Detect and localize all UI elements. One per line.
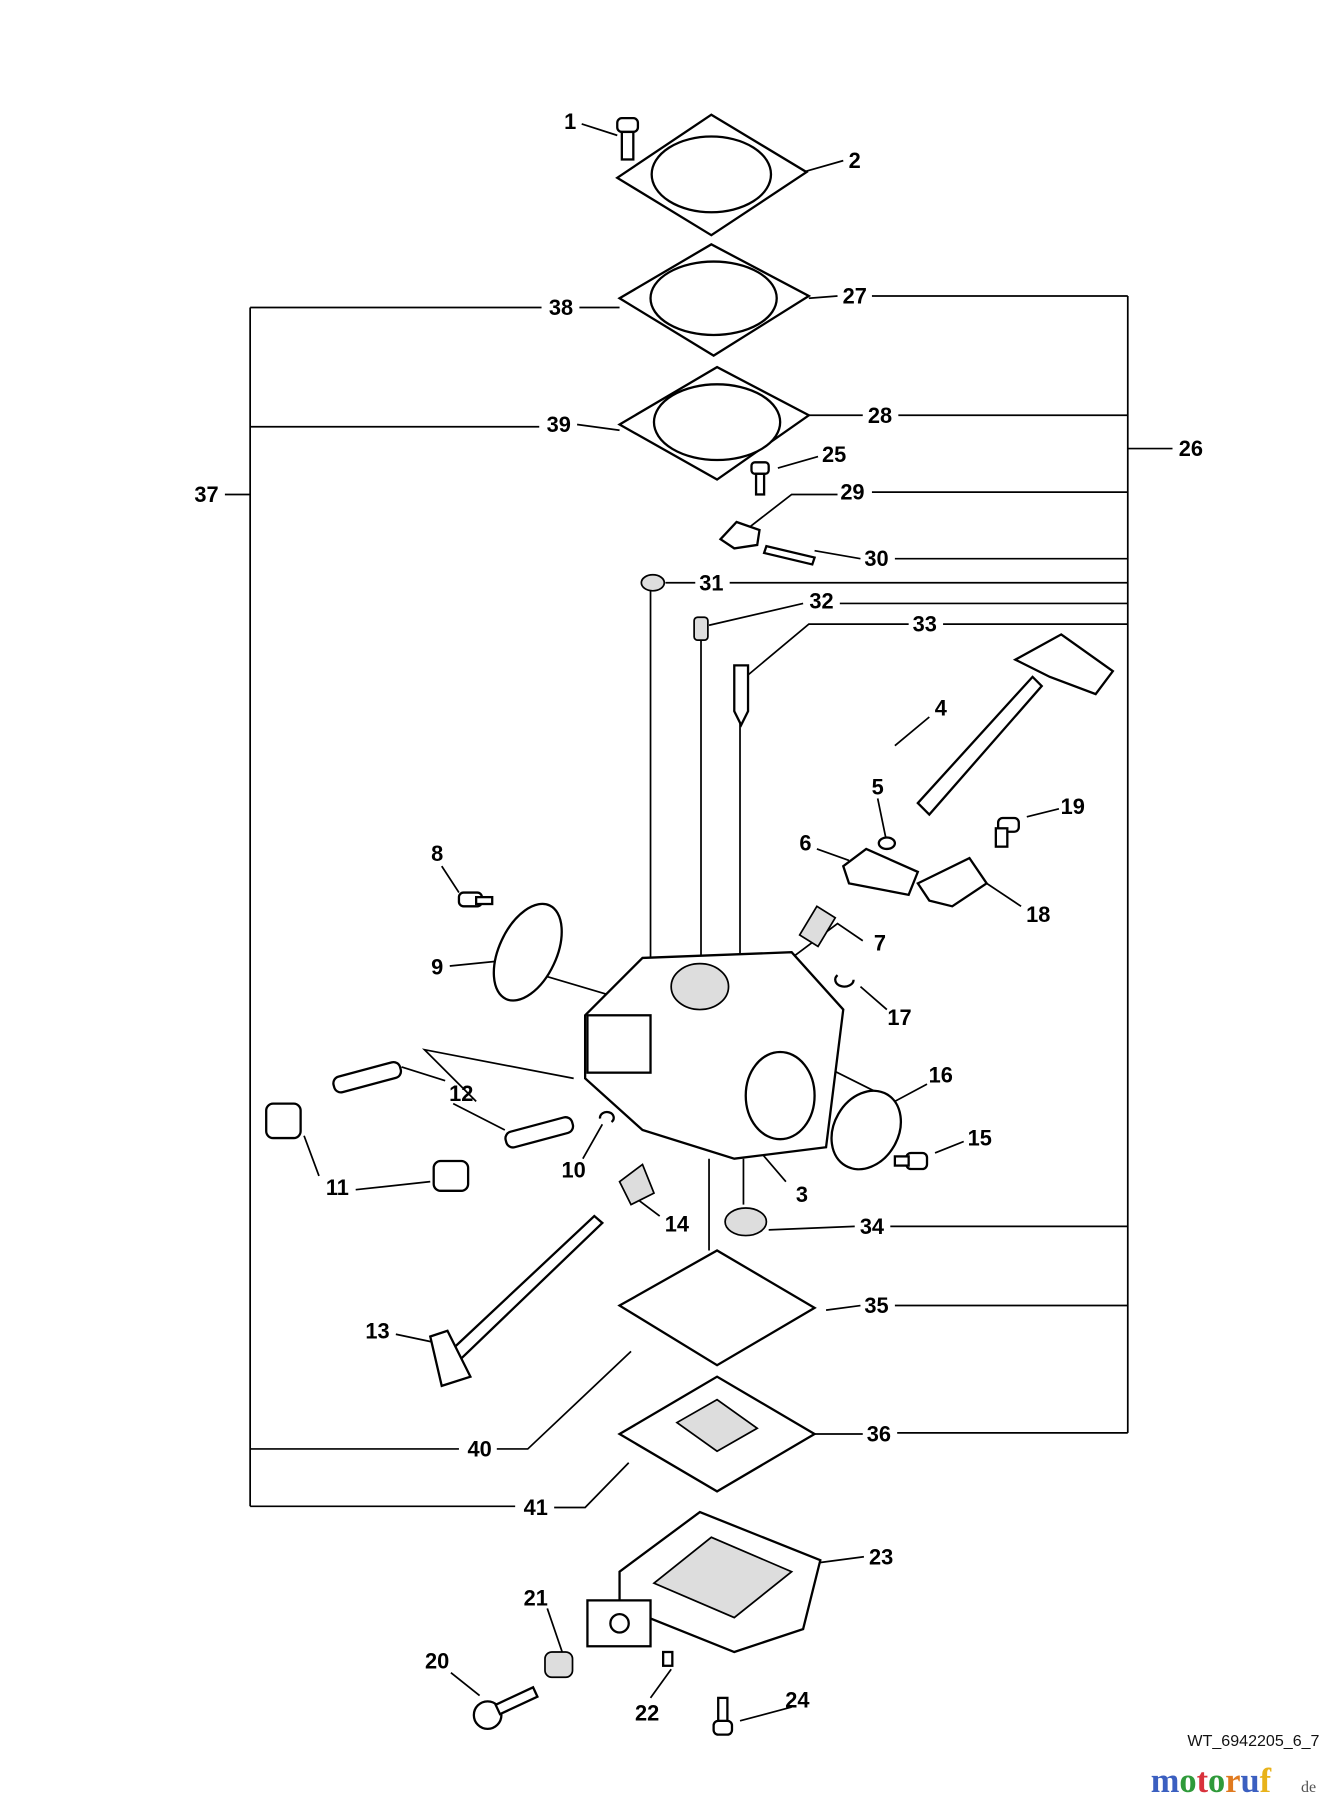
- label-23: 23: [869, 1544, 893, 1569]
- part-shaft-13: [445, 1214, 605, 1365]
- label-10: 10: [562, 1158, 586, 1183]
- part-pin-30: [762, 544, 817, 566]
- part-screw-1: [616, 117, 640, 161]
- label-2: 2: [849, 148, 861, 173]
- parts: [265, 113, 1115, 1736]
- part-screw-12b: [504, 1116, 575, 1149]
- part-screw-20: [472, 1685, 539, 1731]
- label-3: 3: [796, 1182, 808, 1207]
- part-spring-7: [798, 905, 837, 948]
- label-40: 40: [467, 1436, 491, 1461]
- part-spring-32: [693, 616, 709, 642]
- label-22: 22: [635, 1700, 659, 1725]
- label-37: 37: [194, 482, 218, 507]
- label-13: 13: [365, 1318, 389, 1343]
- watermark-suffix: de: [1301, 1779, 1316, 1796]
- label-38: 38: [549, 295, 573, 320]
- part-clip-10: [598, 1110, 615, 1123]
- label-11: 11: [326, 1175, 349, 1200]
- part-clip-17: [834, 974, 855, 988]
- label-29: 29: [840, 480, 864, 505]
- part-screw-19: [994, 816, 1020, 848]
- part-washer-5: [877, 836, 897, 851]
- part-screw-25: [750, 461, 770, 496]
- label-33: 33: [913, 612, 937, 637]
- label-26: 26: [1179, 436, 1203, 461]
- part-lever-29: [718, 520, 761, 550]
- label-25: 25: [822, 442, 846, 467]
- label-5: 5: [872, 774, 884, 799]
- part-screw-12a: [332, 1060, 403, 1094]
- part-plate-9: [492, 902, 563, 1002]
- label-7: 7: [874, 931, 886, 956]
- leader-lines: [303, 123, 1060, 1722]
- part-screen-21: [544, 1651, 574, 1679]
- label-18: 18: [1026, 902, 1050, 927]
- part-shaft-4: [916, 675, 1044, 817]
- part-plate-16: [830, 1089, 902, 1171]
- part-31: [640, 573, 666, 592]
- part-labels: 1 2 3 4 5 6 7 8 9 10 11 12 13 14 15 16 1…: [194, 109, 1203, 1725]
- part-diaphragm-35: [617, 1249, 817, 1367]
- label-39: 39: [547, 412, 571, 437]
- label-28: 28: [868, 403, 892, 428]
- part-lever-6: [841, 847, 920, 897]
- label-24: 24: [785, 1688, 809, 1713]
- part-filter-34: [724, 1207, 768, 1237]
- part-screw-15: [893, 1151, 929, 1171]
- part-pin-22: [662, 1650, 674, 1667]
- watermark-logo: motoruf de: [1151, 1762, 1316, 1800]
- label-32: 32: [809, 589, 833, 614]
- label-9: 9: [431, 955, 443, 980]
- bracket-lines: [224, 295, 1173, 1508]
- label-20: 20: [425, 1649, 449, 1674]
- part-spring-14: [618, 1163, 656, 1206]
- label-1: 1: [564, 109, 576, 134]
- label-27: 27: [843, 283, 867, 308]
- part-screw-8: [457, 891, 494, 908]
- label-4: 4: [935, 695, 947, 720]
- label-31: 31: [699, 570, 723, 595]
- label-35: 35: [864, 1293, 888, 1318]
- part-cap-11a: [265, 1102, 302, 1140]
- label-21: 21: [524, 1586, 548, 1611]
- svg-text:motoruf: motoruf: [1151, 1762, 1272, 1800]
- part-fitting: [586, 1599, 652, 1648]
- part-screw-24: [712, 1696, 734, 1736]
- label-19: 19: [1061, 794, 1085, 819]
- part-cap-11b: [432, 1159, 470, 1192]
- label-15: 15: [968, 1126, 992, 1151]
- part-lever-18: [916, 856, 989, 908]
- label-14: 14: [665, 1212, 689, 1237]
- label-16: 16: [929, 1062, 953, 1087]
- label-36: 36: [867, 1422, 891, 1447]
- label-30: 30: [864, 546, 888, 571]
- label-34: 34: [860, 1214, 884, 1239]
- label-12: 12: [449, 1081, 473, 1106]
- label-41: 41: [524, 1495, 548, 1520]
- label-6: 6: [799, 831, 811, 856]
- part-needle-33: [733, 664, 750, 728]
- drawing-id: WT_6942205_6_7: [1187, 1732, 1319, 1750]
- label-17: 17: [887, 1005, 911, 1030]
- label-8: 8: [431, 841, 443, 866]
